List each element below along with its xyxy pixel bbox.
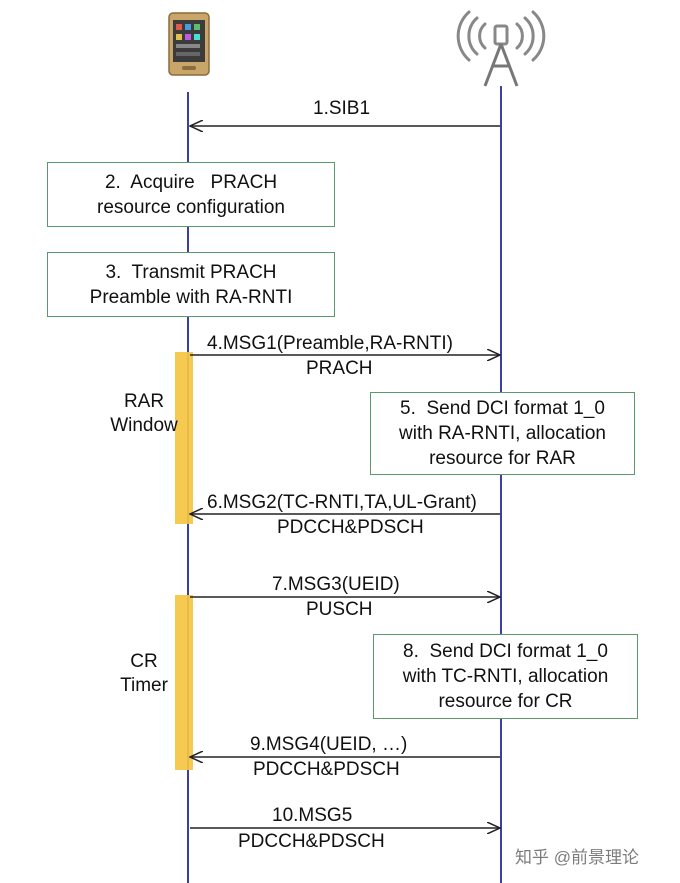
step8-line2: with TC-RNTI, allocation	[402, 666, 609, 687]
rar-window-label-line1: RAR	[123, 391, 165, 412]
cr-timer-label-line2: Timer	[120, 675, 168, 696]
msg10-sublabel: PDCCH&PDSCH	[238, 831, 385, 852]
phone-icon	[168, 12, 210, 81]
rar-window-bar	[175, 352, 193, 524]
rar-window-label: RAR Window	[94, 390, 194, 438]
cr-timer-bar	[175, 595, 193, 770]
msg6-sublabel: PDCCH&PDSCH	[277, 517, 424, 538]
step5-line2: with RA-RNTI, allocation	[399, 423, 606, 444]
gnb-lifeline	[500, 86, 502, 883]
step5-line3: resource for RAR	[429, 448, 576, 469]
step5-box: 5. Send DCI format 1_0 with RA-RNTI, all…	[370, 392, 635, 475]
step8-line3: resource for CR	[438, 691, 573, 712]
msg4-label: 4.MSG1(Preamble,RA-RNTI)	[207, 333, 453, 354]
step2-line1: 2. Acquire PRACH	[104, 171, 278, 193]
msg9-label: 9.MSG4(UEID, …)	[250, 734, 408, 755]
cell-tower-icon	[455, 10, 547, 95]
step3-line1: 3. Transmit PRACH	[105, 261, 277, 283]
watermark: 知乎 @前景理论	[515, 848, 639, 867]
msg9-sublabel: PDCCH&PDSCH	[253, 759, 400, 780]
msg4-sublabel: PRACH	[306, 358, 373, 379]
msg10-label: 10.MSG5	[272, 805, 353, 826]
msg7-sublabel: PUSCH	[306, 599, 373, 620]
step5-line1: 5. Send DCI format 1_0	[400, 398, 605, 419]
step8-line1: 8. Send DCI format 1_0	[403, 641, 608, 662]
cr-timer-label-line1: CR	[130, 651, 158, 672]
step8-box: 8. Send DCI format 1_0 with TC-RNTI, all…	[373, 634, 638, 719]
msg6-label: 6.MSG2(TC-RNTI,TA,UL-Grant)	[207, 492, 477, 513]
step2-box: 2. Acquire PRACH resource configuration	[47, 162, 335, 227]
step3-box: 3. Transmit PRACH Preamble with RA-RNTI	[47, 252, 335, 317]
step2-line2: resource configuration	[97, 196, 285, 218]
msg1-label: 1.SIB1	[313, 98, 371, 119]
cr-timer-label: CR Timer	[94, 650, 194, 698]
rar-window-label-line2: Window	[110, 415, 178, 436]
step3-line2: Preamble with RA-RNTI	[89, 286, 293, 308]
msg7-label: 7.MSG3(UEID)	[272, 574, 400, 595]
